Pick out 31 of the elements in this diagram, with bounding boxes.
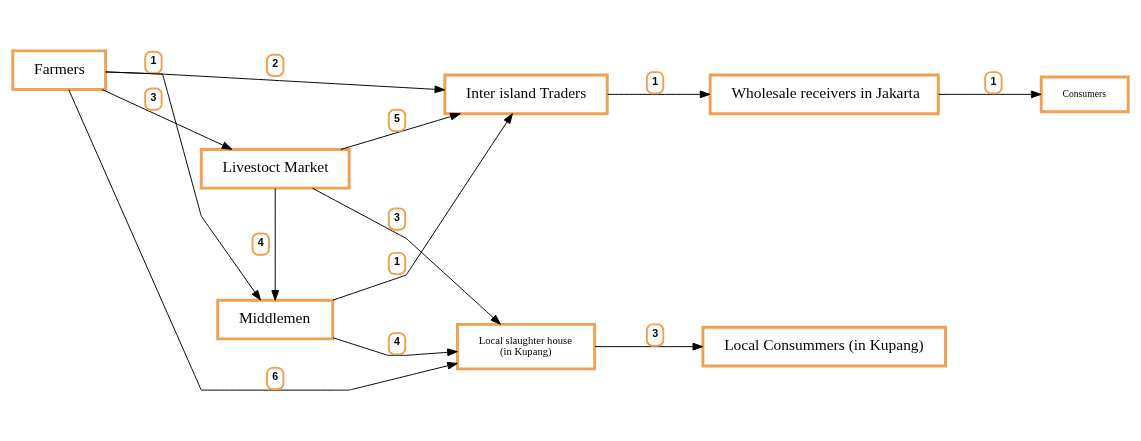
arrow [340, 112, 461, 150]
arrow [607, 90, 711, 99]
edge-label: 1 [150, 54, 157, 67]
arrow [332, 337, 458, 357]
arrow [938, 90, 1042, 99]
node-box: Consumers [1039, 75, 1130, 114]
edge-label: 4 [394, 335, 401, 348]
edge-label: 4 [257, 235, 264, 248]
node-box: Farmers [11, 49, 108, 91]
node-box: Local Consummers (in Kupang) [701, 325, 947, 368]
arrow [105, 71, 446, 94]
node-box: Inter island Traders [443, 73, 609, 116]
arrow [68, 89, 458, 391]
edge-label: 1 [652, 74, 659, 87]
edge-label: 3 [150, 90, 157, 103]
edge-label: 6 [272, 370, 279, 383]
arrow [594, 342, 704, 351]
arrow [311, 187, 501, 325]
edge-label: 5 [394, 112, 401, 125]
edge-label: 1 [990, 74, 997, 87]
edge-label: 3 [394, 210, 401, 223]
arrow [101, 89, 233, 150]
node-box: Wholesale receivers in Jakarta [708, 73, 940, 116]
node-box: Middlemen [216, 298, 335, 341]
arrow [332, 113, 513, 301]
edge-label: 1 [394, 255, 401, 268]
node-box: Livestoct Market [199, 148, 351, 190]
edge-label: 2 [272, 57, 279, 70]
edge-label: 3 [652, 326, 659, 339]
arrow [271, 188, 280, 301]
node-box: Local slaughter house (in Kupang) [455, 322, 597, 371]
